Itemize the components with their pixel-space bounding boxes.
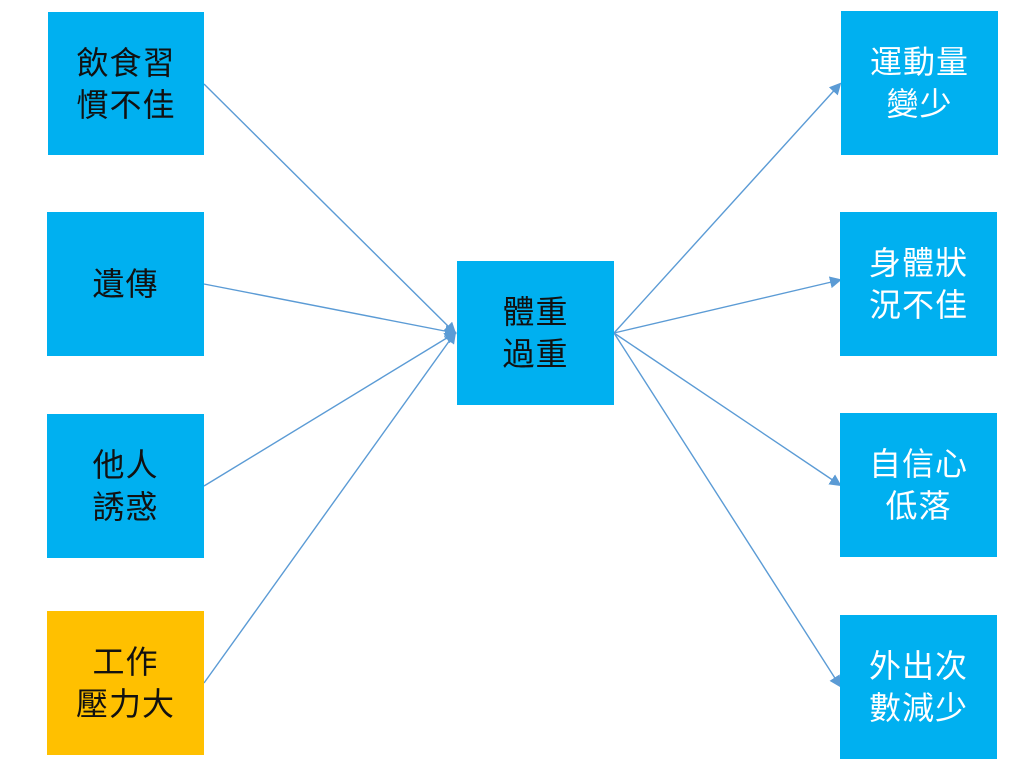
cause-node-work-stress: 工作 壓力大 (47, 611, 204, 755)
cause-node-label: 遺傳 (92, 265, 159, 303)
cause-node-poor-eating-habits: 飲食習 慣不佳 (48, 12, 204, 155)
cause-connector-poor-eating-habits (203, 83, 457, 335)
cause-node-temptation-from-others: 他人 誘惑 (47, 414, 204, 558)
effect-connector-poor-health (613, 276, 842, 334)
cause-connector-work-stress (203, 331, 457, 684)
center-node-label: 體重 過重 (502, 293, 569, 373)
effect-node-label: 身體狀 況不佳 (868, 244, 968, 324)
cause-connector-temptation-from-others (203, 331, 457, 487)
effect-node-going-out-less: 外出次 數減少 (840, 615, 997, 759)
effect-node-poor-health: 身體狀 況不佳 (840, 212, 997, 356)
cause-node-label: 飲食習 慣不佳 (76, 43, 176, 124)
center-node-overweight: 體重 過重 (457, 261, 614, 405)
cause-node-genetics: 遺傳 (47, 212, 204, 356)
cause-node-label: 他人 誘惑 (92, 446, 159, 526)
effect-connector-less-exercise (613, 82, 842, 334)
effect-node-low-confidence: 自信心 低落 (840, 413, 997, 557)
effect-node-label: 自信心 低落 (868, 445, 968, 525)
effect-connector-low-confidence (613, 332, 842, 487)
effect-connector-going-out-less (613, 332, 842, 688)
effect-node-label: 外出次 數減少 (868, 647, 968, 727)
effect-node-less-exercise: 運動量 變少 (841, 11, 998, 155)
cause-connector-genetics (203, 283, 457, 337)
cause-node-label: 工作 壓力大 (75, 643, 175, 723)
effect-node-label: 運動量 變少 (869, 43, 969, 123)
